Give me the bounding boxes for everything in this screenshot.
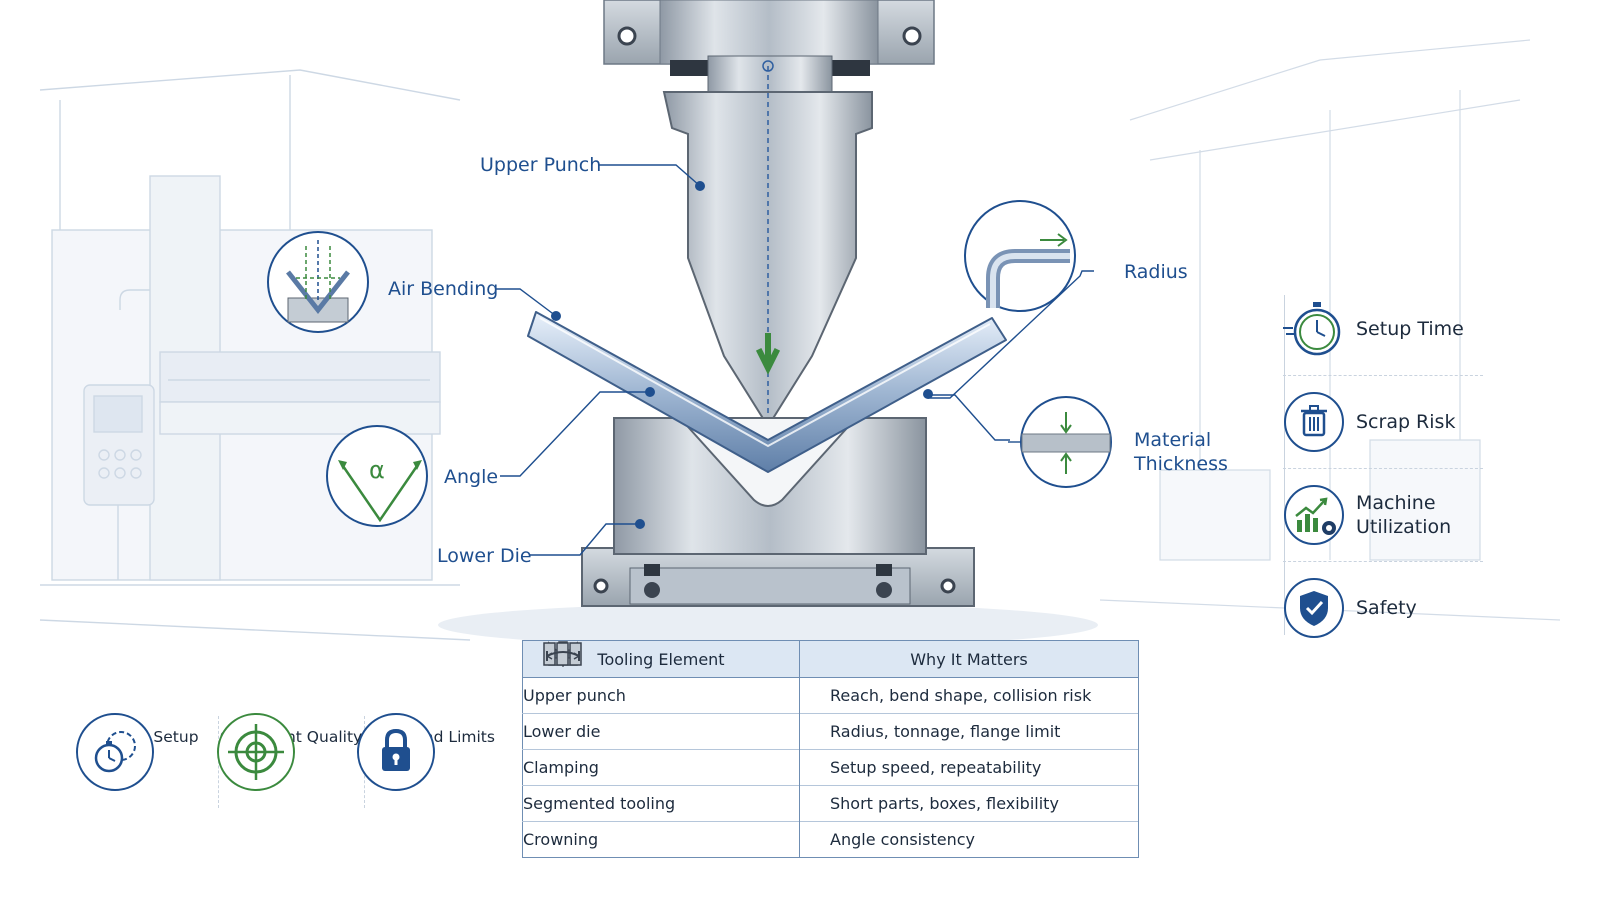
side-divider (1284, 295, 1285, 635)
table-cell-element: Lower die (523, 722, 601, 741)
side-benefit-label: Scrap Risk (1356, 411, 1456, 433)
padlock-icon (357, 713, 435, 791)
leader-dots (551, 181, 933, 529)
leader-lines (496, 164, 1094, 556)
background-press-brake (39, 69, 471, 641)
side-benefit-label: Machine Utilization (1356, 492, 1452, 538)
stopwatch-icon (1283, 302, 1341, 356)
side-benefit-safety: Safety (1283, 562, 1483, 654)
floor-shadow (438, 603, 1098, 647)
benefit-safe-load-limits: Safe Load Limits (356, 712, 506, 791)
table-cell-why: Radius, tonnage, flange limit (799, 713, 1139, 750)
table-cell-why: Short parts, boxes, flexibility (799, 785, 1139, 822)
table-header-row: Tooling Element Why It Matters (522, 640, 1139, 678)
air-bending-inset-icon (267, 231, 369, 333)
header-why-it-matters: Why It Matters (799, 640, 1139, 678)
benefit-faster-setup: Faster Setup (75, 712, 225, 791)
table-cell-element: Upper punch (523, 686, 626, 705)
tooling-table: Tooling Element Why It Matters Upper pun… (522, 640, 1139, 858)
press-arrow-icon (755, 333, 781, 375)
table-cell-element: Clamping (523, 758, 599, 777)
table-cell-why: Reach, bend shape, collision risk (799, 677, 1139, 714)
material-thickness-label: Material Thickness (1134, 429, 1228, 475)
side-benefit-scrap-risk: Scrap Risk (1283, 376, 1483, 469)
side-benefit-setup-time: Setup Time (1283, 283, 1483, 376)
table-cell-element: Crowning (523, 830, 599, 849)
radius-label: Radius (1124, 261, 1188, 283)
side-benefit-machine-utilization: Machine Utilization (1283, 469, 1483, 562)
table-cell-element: Segmented tooling (523, 794, 676, 813)
table-cell-why: Angle consistency (799, 821, 1139, 858)
crowning-icon (545, 650, 580, 661)
side-benefit-label: Setup Time (1356, 318, 1464, 340)
bent-sheet (527, 311, 1007, 473)
radius-inset-icon (964, 200, 1076, 312)
trash-icon (1284, 392, 1344, 452)
shield-check-icon (1284, 578, 1344, 638)
growth-chart-gear-icon (1284, 485, 1344, 545)
table-row: Segmented tooling Short parts, boxes, fl… (522, 641, 1139, 822)
table-row: Lower die Radius, tonnage, flange limit (522, 640, 1139, 750)
side-benefits-list: Setup Time Scrap Risk (1283, 283, 1483, 654)
lower-die-label: Lower Die (437, 545, 532, 567)
gear-stopwatch-icon (76, 713, 154, 791)
background-factory (1099, 39, 1561, 621)
table-cell-why: Setup speed, repeatability (799, 749, 1139, 786)
air-bending-label: Air Bending (388, 278, 499, 300)
side-benefit-label: Safety (1356, 597, 1417, 619)
thickness-inset-icon (1020, 396, 1112, 488)
table-row: Clamping Setup speed, repeatability (522, 642, 1139, 786)
table-row: Crowning Angle consistency (522, 650, 1139, 858)
target-icon (217, 713, 295, 791)
angle-alpha-symbol: α (369, 456, 385, 484)
angle-label: Angle (444, 466, 499, 488)
upper-ram (603, 0, 935, 103)
angle-inset-icon (326, 425, 428, 527)
benefit-consistent-quality: Consistent Quality (216, 712, 366, 791)
table-row: Upper punch Reach, bend shape, collision… (522, 640, 1139, 714)
upper-punch-label: Upper Punch (480, 154, 602, 176)
